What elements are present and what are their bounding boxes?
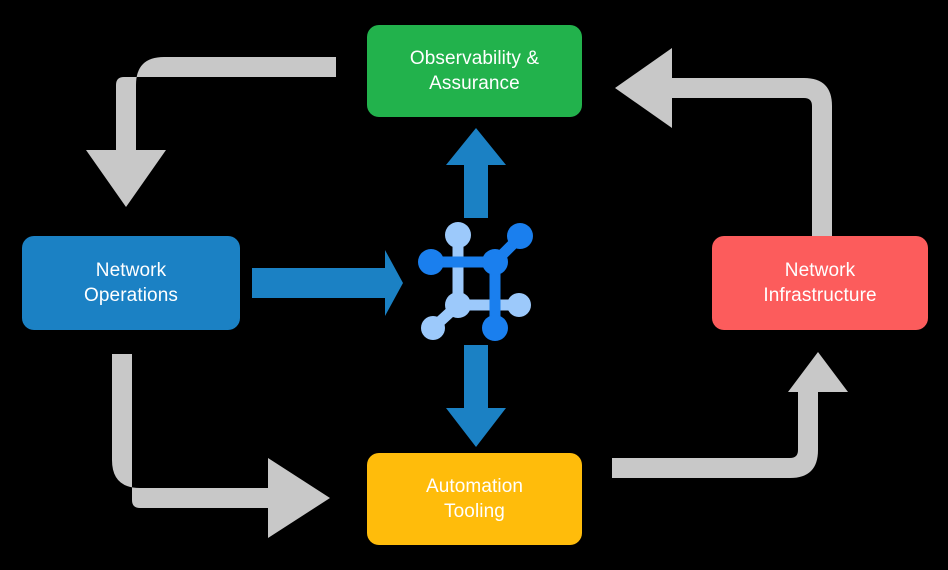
box-network-operations[interactable]: Network Operations: [22, 236, 240, 330]
network-icon-links: [427, 231, 525, 333]
gray-arrow-operations-to-automation: [112, 354, 330, 538]
box-automation-label: Automation Tooling: [425, 475, 524, 522]
gray-arrow-infrastructure-to-observability: [615, 48, 832, 236]
blue-arrow-operations-to-center: [252, 250, 403, 316]
box-infrastructure-label: Network Infrastructure: [763, 259, 877, 306]
gray-arrow-observability-to-operations: [86, 57, 336, 207]
blue-arrow-center-to-observability: [446, 128, 506, 218]
box-observability-label: Observability & Assurance: [409, 47, 540, 94]
gray-arrow-automation-to-infrastructure: [612, 352, 848, 478]
box-observability-assurance[interactable]: Observability & Assurance: [367, 25, 582, 117]
network-icon-nodes: [418, 222, 533, 341]
blue-arrow-center-to-automation: [446, 345, 506, 447]
box-network-infrastructure[interactable]: Network Infrastructure: [712, 236, 928, 330]
box-operations-label: Network Operations: [84, 259, 178, 306]
box-automation-tooling[interactable]: Automation Tooling: [367, 453, 582, 545]
